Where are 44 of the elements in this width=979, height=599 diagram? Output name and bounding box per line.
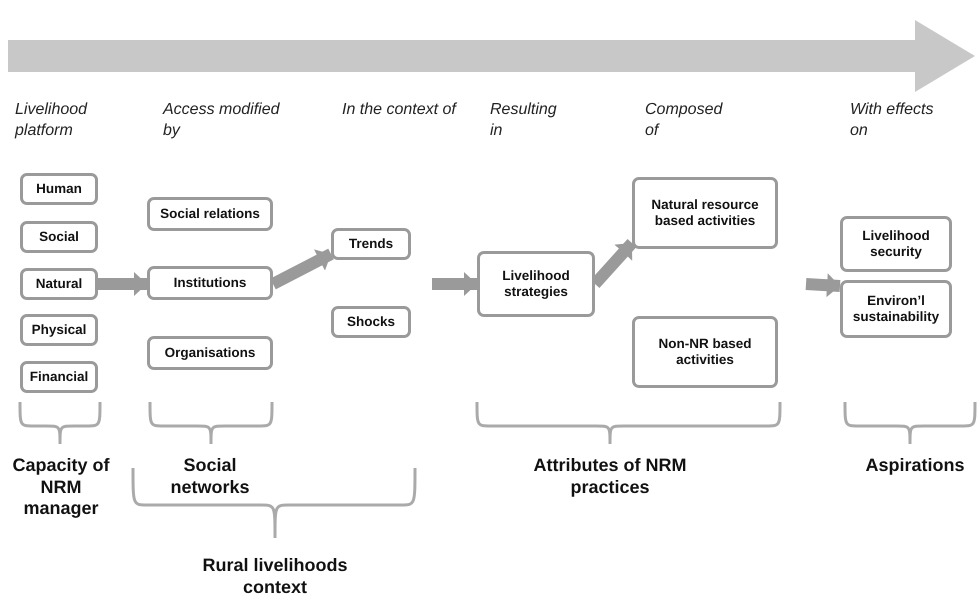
category-box [147, 336, 273, 370]
category-box [840, 216, 952, 272]
column-heading: Livelihood platform [15, 100, 88, 141]
group-caption: Social networks [169, 455, 251, 498]
box-label: Environ’l sustainability [852, 292, 940, 326]
box-label: Livelihood strategies [501, 268, 571, 300]
category-box [632, 177, 778, 249]
group-caption: Attributes of NRM practices [532, 455, 688, 498]
box-label: Natural [36, 276, 82, 292]
box-label: Social relations [160, 206, 260, 222]
box-label: Social [39, 228, 79, 246]
box-label: Non-NR based activities [657, 336, 752, 368]
column-heading: Resulting in [490, 100, 558, 141]
box-label: Shocks [346, 314, 396, 330]
column-heading: With effects on [850, 100, 934, 141]
group-caption: Capacity of NRM manager [11, 455, 111, 520]
category-box [331, 228, 411, 260]
group-caption: Aspirations [864, 455, 966, 477]
category-box [632, 316, 778, 388]
box-label: Human [36, 180, 82, 198]
category-box [147, 197, 273, 231]
block-arrow [432, 272, 477, 296]
box-label: Physical [32, 322, 86, 338]
category-box [331, 306, 411, 338]
column-heading: Composed of [645, 100, 724, 141]
box-label: Trends [348, 236, 394, 252]
category-box [20, 268, 98, 300]
box-label: Organisations [164, 344, 256, 362]
category-box [147, 266, 273, 300]
box-label: Natural resource based activities [650, 196, 760, 230]
column-heading: Access modified by [163, 100, 281, 141]
category-box [20, 221, 98, 253]
category-box [20, 173, 98, 205]
category-box [20, 314, 98, 346]
category-box [20, 361, 98, 393]
category-box [477, 251, 595, 317]
box-label: Financial [30, 368, 88, 386]
category-box [840, 280, 952, 338]
block-arrow [806, 273, 840, 298]
column-heading: In the context of [342, 100, 457, 120]
box-label: Institutions [174, 274, 246, 292]
block-arrow [98, 272, 147, 296]
box-label: Livelihood security [861, 228, 931, 260]
group-caption: Rural livelihoods context [201, 555, 349, 598]
